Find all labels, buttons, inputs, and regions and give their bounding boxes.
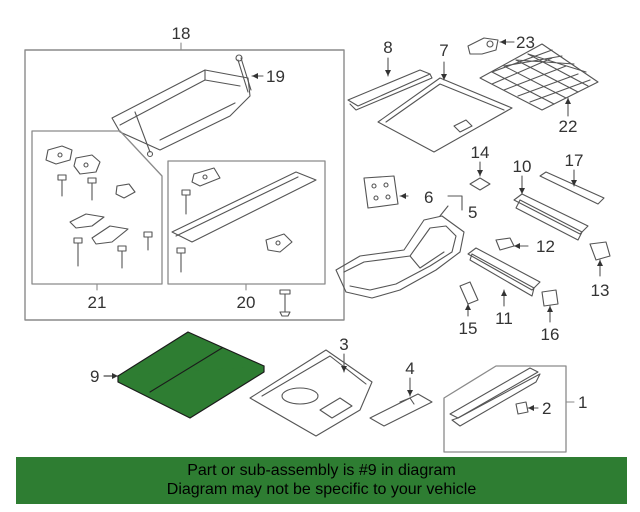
callout-labels: 18 19 8 7 23 22 14 10 17 6 5 12 13 11 15…: [88, 24, 610, 418]
callout-17: 17: [565, 151, 584, 170]
callout-23: 23: [516, 33, 535, 52]
callout-7: 7: [439, 41, 448, 60]
trim-strip-part-8: [347, 57, 433, 111]
block-part-12: [495, 237, 529, 251]
info-banner: Part or sub-assembly is #9 in diagram Di…: [16, 457, 627, 504]
floor-cover-part-9: [103, 331, 265, 419]
callout-18: 18: [172, 24, 191, 43]
callout-arrows: [112, 39, 603, 411]
floor-pan-part-3: [249, 349, 373, 437]
subgroup-frame-20: [167, 160, 326, 291]
cargo-net-part-22: [479, 43, 599, 117]
cargo-tray-part-5: [335, 195, 465, 299]
callout-4: 4: [405, 359, 414, 378]
bracket-part-4: [369, 377, 433, 427]
callout-16: 16: [541, 325, 560, 344]
callout-11: 11: [495, 309, 513, 328]
callout-9: 9: [90, 367, 99, 386]
callout-10: 10: [513, 157, 532, 176]
banner-line-part-info: Part or sub-assembly is #9 in diagram: [187, 462, 456, 479]
callout-12: 12: [536, 237, 555, 256]
trim-strip-part-11: [467, 247, 541, 307]
panel-part-20: [171, 167, 317, 273]
callout-21: 21: [88, 293, 107, 312]
cap-part-13: [589, 241, 611, 277]
banner-line-disclaimer: Diagram may not be specific to your vehi…: [166, 481, 477, 498]
subgroup-frame-21: [31, 130, 163, 291]
bolt-part: [279, 289, 291, 317]
callout-20: 20: [237, 293, 256, 312]
parts-diagram: 18 19 8 7 23 22 14 10 17 6 5 12 13 11 15…: [24, 24, 611, 453]
pad-part-6: [363, 175, 409, 209]
trim-strip-part-17: [539, 169, 605, 205]
callout-22: 22: [559, 117, 578, 136]
callout-2: 2: [542, 399, 551, 418]
callout-19: 19: [266, 67, 285, 86]
brackets-part-21: [45, 145, 153, 269]
bracket-part-15: [459, 281, 479, 317]
callout-1: 1: [578, 393, 587, 412]
tonneau-cover-part-18: [111, 69, 251, 158]
callout-14: 14: [471, 143, 490, 162]
rod-part-19: [235, 54, 264, 93]
callout-5: 5: [468, 203, 477, 222]
callout-15: 15: [459, 319, 478, 338]
callout-6: 6: [424, 188, 433, 207]
callout-8: 8: [383, 38, 392, 57]
assembly-frame-1: [443, 365, 575, 453]
hook-part-23: [467, 37, 515, 55]
callout-3: 3: [339, 335, 348, 354]
callout-13: 13: [591, 281, 610, 300]
assembly-frame-18: [24, 42, 345, 321]
